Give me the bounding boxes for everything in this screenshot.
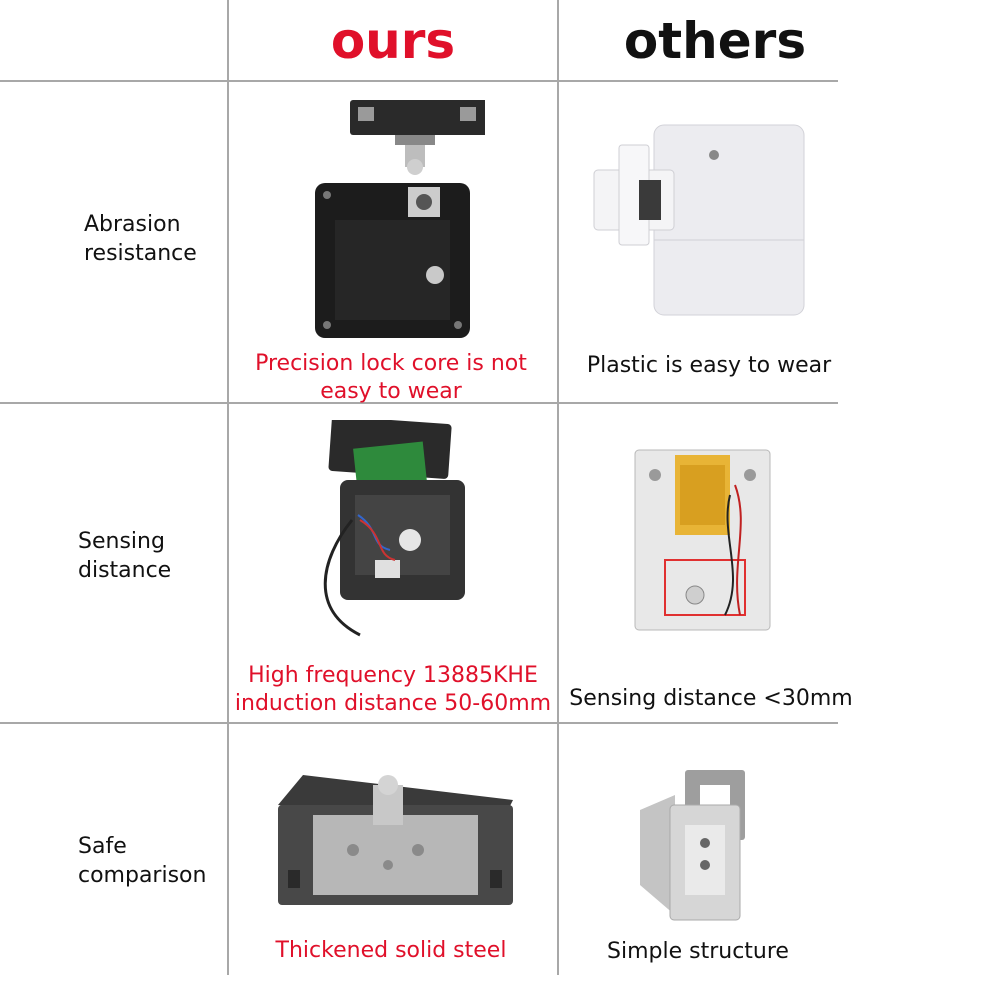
ours-caption-abrasion: Precision lock core is not easy to wear	[255, 351, 527, 404]
header-others: others	[623, 12, 807, 70]
column-divider-right	[557, 0, 559, 975]
ours-steel-bolt-image	[268, 770, 523, 920]
ours-caption-safe: Thickened solid steel	[275, 938, 507, 963]
column-divider-left	[227, 0, 229, 975]
others-plastic-lock-image	[584, 120, 809, 320]
row-divider-2	[0, 722, 838, 724]
others-open-lock-image	[630, 445, 775, 635]
row-divider-header	[0, 80, 838, 82]
row-divider-1	[0, 402, 838, 404]
header-ours: ours	[330, 12, 456, 70]
row-label-safe: Safe comparison	[78, 834, 207, 888]
others-caption-abrasion: Plastic is easy to wear	[586, 353, 832, 378]
ours-caption-sensing-line2: induction distance 50-60mm	[234, 691, 552, 716]
ours-caption-sensing-line1: High frequency 13885KHE	[248, 663, 538, 688]
others-simple-latch-image	[630, 765, 760, 930]
ours-lock-core-image	[300, 95, 485, 345]
others-caption-safe: Simple structure	[607, 939, 789, 964]
ours-circuit-lock-image	[290, 420, 470, 650]
row-label-abrasion: Abrasion resistance	[84, 212, 197, 266]
row-label-sensing: Sensing distance	[78, 529, 172, 583]
others-caption-sensing: Sensing distance <30mm	[569, 686, 853, 711]
